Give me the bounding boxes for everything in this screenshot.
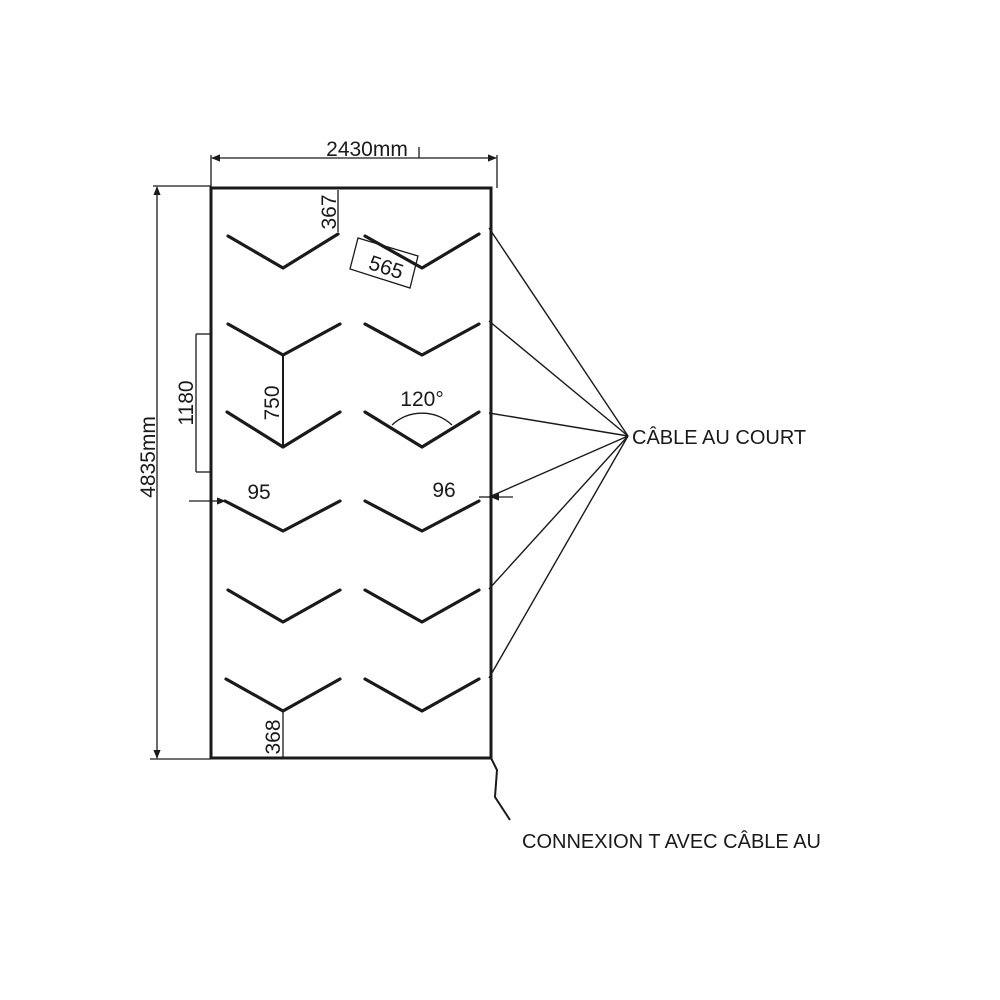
top-offset-dimension: 367 bbox=[318, 190, 341, 232]
spacing-750-label: 750 bbox=[261, 385, 284, 420]
chevron-r3 bbox=[363, 410, 481, 449]
chevron-r4 bbox=[363, 499, 481, 533]
right-margin-dimension: 96 bbox=[432, 479, 513, 502]
chevron-r1 bbox=[363, 232, 481, 270]
right-margin-label: 96 bbox=[432, 479, 455, 502]
spacing-750-dimension: 750 bbox=[261, 355, 284, 447]
chevron-l1 bbox=[226, 232, 340, 270]
angle-label: 120° bbox=[400, 388, 443, 411]
chevron-r6 bbox=[363, 677, 481, 713]
width-dimension: 2430mm bbox=[210, 138, 498, 188]
left-margin-label: 95 bbox=[247, 481, 270, 504]
chevron-l4 bbox=[223, 499, 342, 533]
t-connection-label: CONNEXION T AVEC CÂBLE AU bbox=[522, 830, 821, 853]
pair-spacing-label: 1180 bbox=[175, 380, 198, 425]
chevron-l6 bbox=[224, 677, 342, 713]
chevron-r2 bbox=[363, 322, 481, 357]
pair-spacing-dimension: 1180 bbox=[175, 333, 210, 473]
left-margin-dimension: 95 bbox=[189, 481, 271, 505]
chevron-r5 bbox=[363, 588, 481, 624]
short-cable-label: CÂBLE AU COURT bbox=[632, 426, 806, 449]
chevron-l5 bbox=[226, 588, 342, 624]
height-label: 4835mm bbox=[137, 416, 160, 498]
top-offset-label: 367 bbox=[318, 194, 341, 229]
short-cable-leaders bbox=[488, 227, 629, 679]
bottom-offset-label: 368 bbox=[262, 719, 285, 754]
right-chevrons bbox=[363, 232, 481, 713]
bottom-offset-dimension: 368 bbox=[262, 712, 285, 757]
width-label: 2430mm bbox=[326, 138, 408, 161]
left-chevrons bbox=[223, 232, 342, 713]
height-dimension: 4835mm bbox=[137, 185, 211, 760]
angle-dimension: 120° bbox=[391, 388, 453, 426]
leg-length-dimension: 565 bbox=[349, 237, 419, 289]
t-connection-leader bbox=[490, 757, 511, 821]
chevron-l2 bbox=[226, 322, 342, 357]
panel-frame bbox=[209, 186, 493, 760]
